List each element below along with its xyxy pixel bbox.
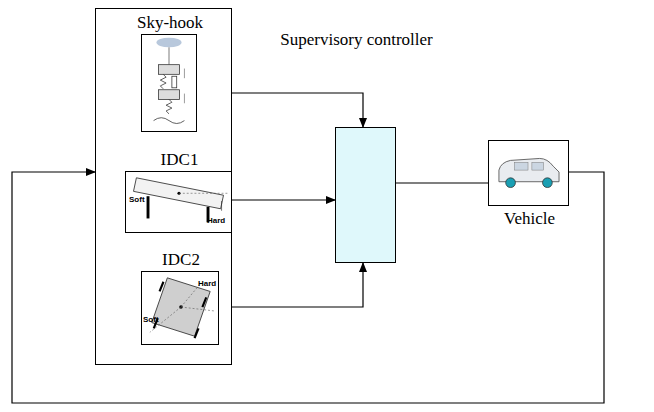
controller-group-box: Sky-hookIDC1IDC2 — [95, 8, 232, 365]
stiffness-label: Soft — [129, 196, 145, 204]
node-title: Sky-hook — [137, 13, 203, 33]
node-title: Vehicle — [504, 209, 555, 229]
node-title: IDC1 — [161, 150, 199, 170]
signal-connector — [232, 199, 335, 200]
stiffness-label: Hard — [198, 280, 216, 288]
signal-connector — [219, 263, 363, 307]
node-title: Supervisory controller — [280, 30, 433, 50]
stiffness-label: Hard — [207, 217, 225, 225]
supervisory-switch-box: Supervisory controller — [335, 127, 396, 263]
signal-connector — [396, 182, 488, 183]
node-title: IDC2 — [162, 250, 200, 270]
stiffness-label: Soft — [143, 316, 159, 324]
vehicle-box: Vehicle — [488, 140, 569, 206]
skyhook-image-box: Sky-hook — [141, 34, 197, 132]
